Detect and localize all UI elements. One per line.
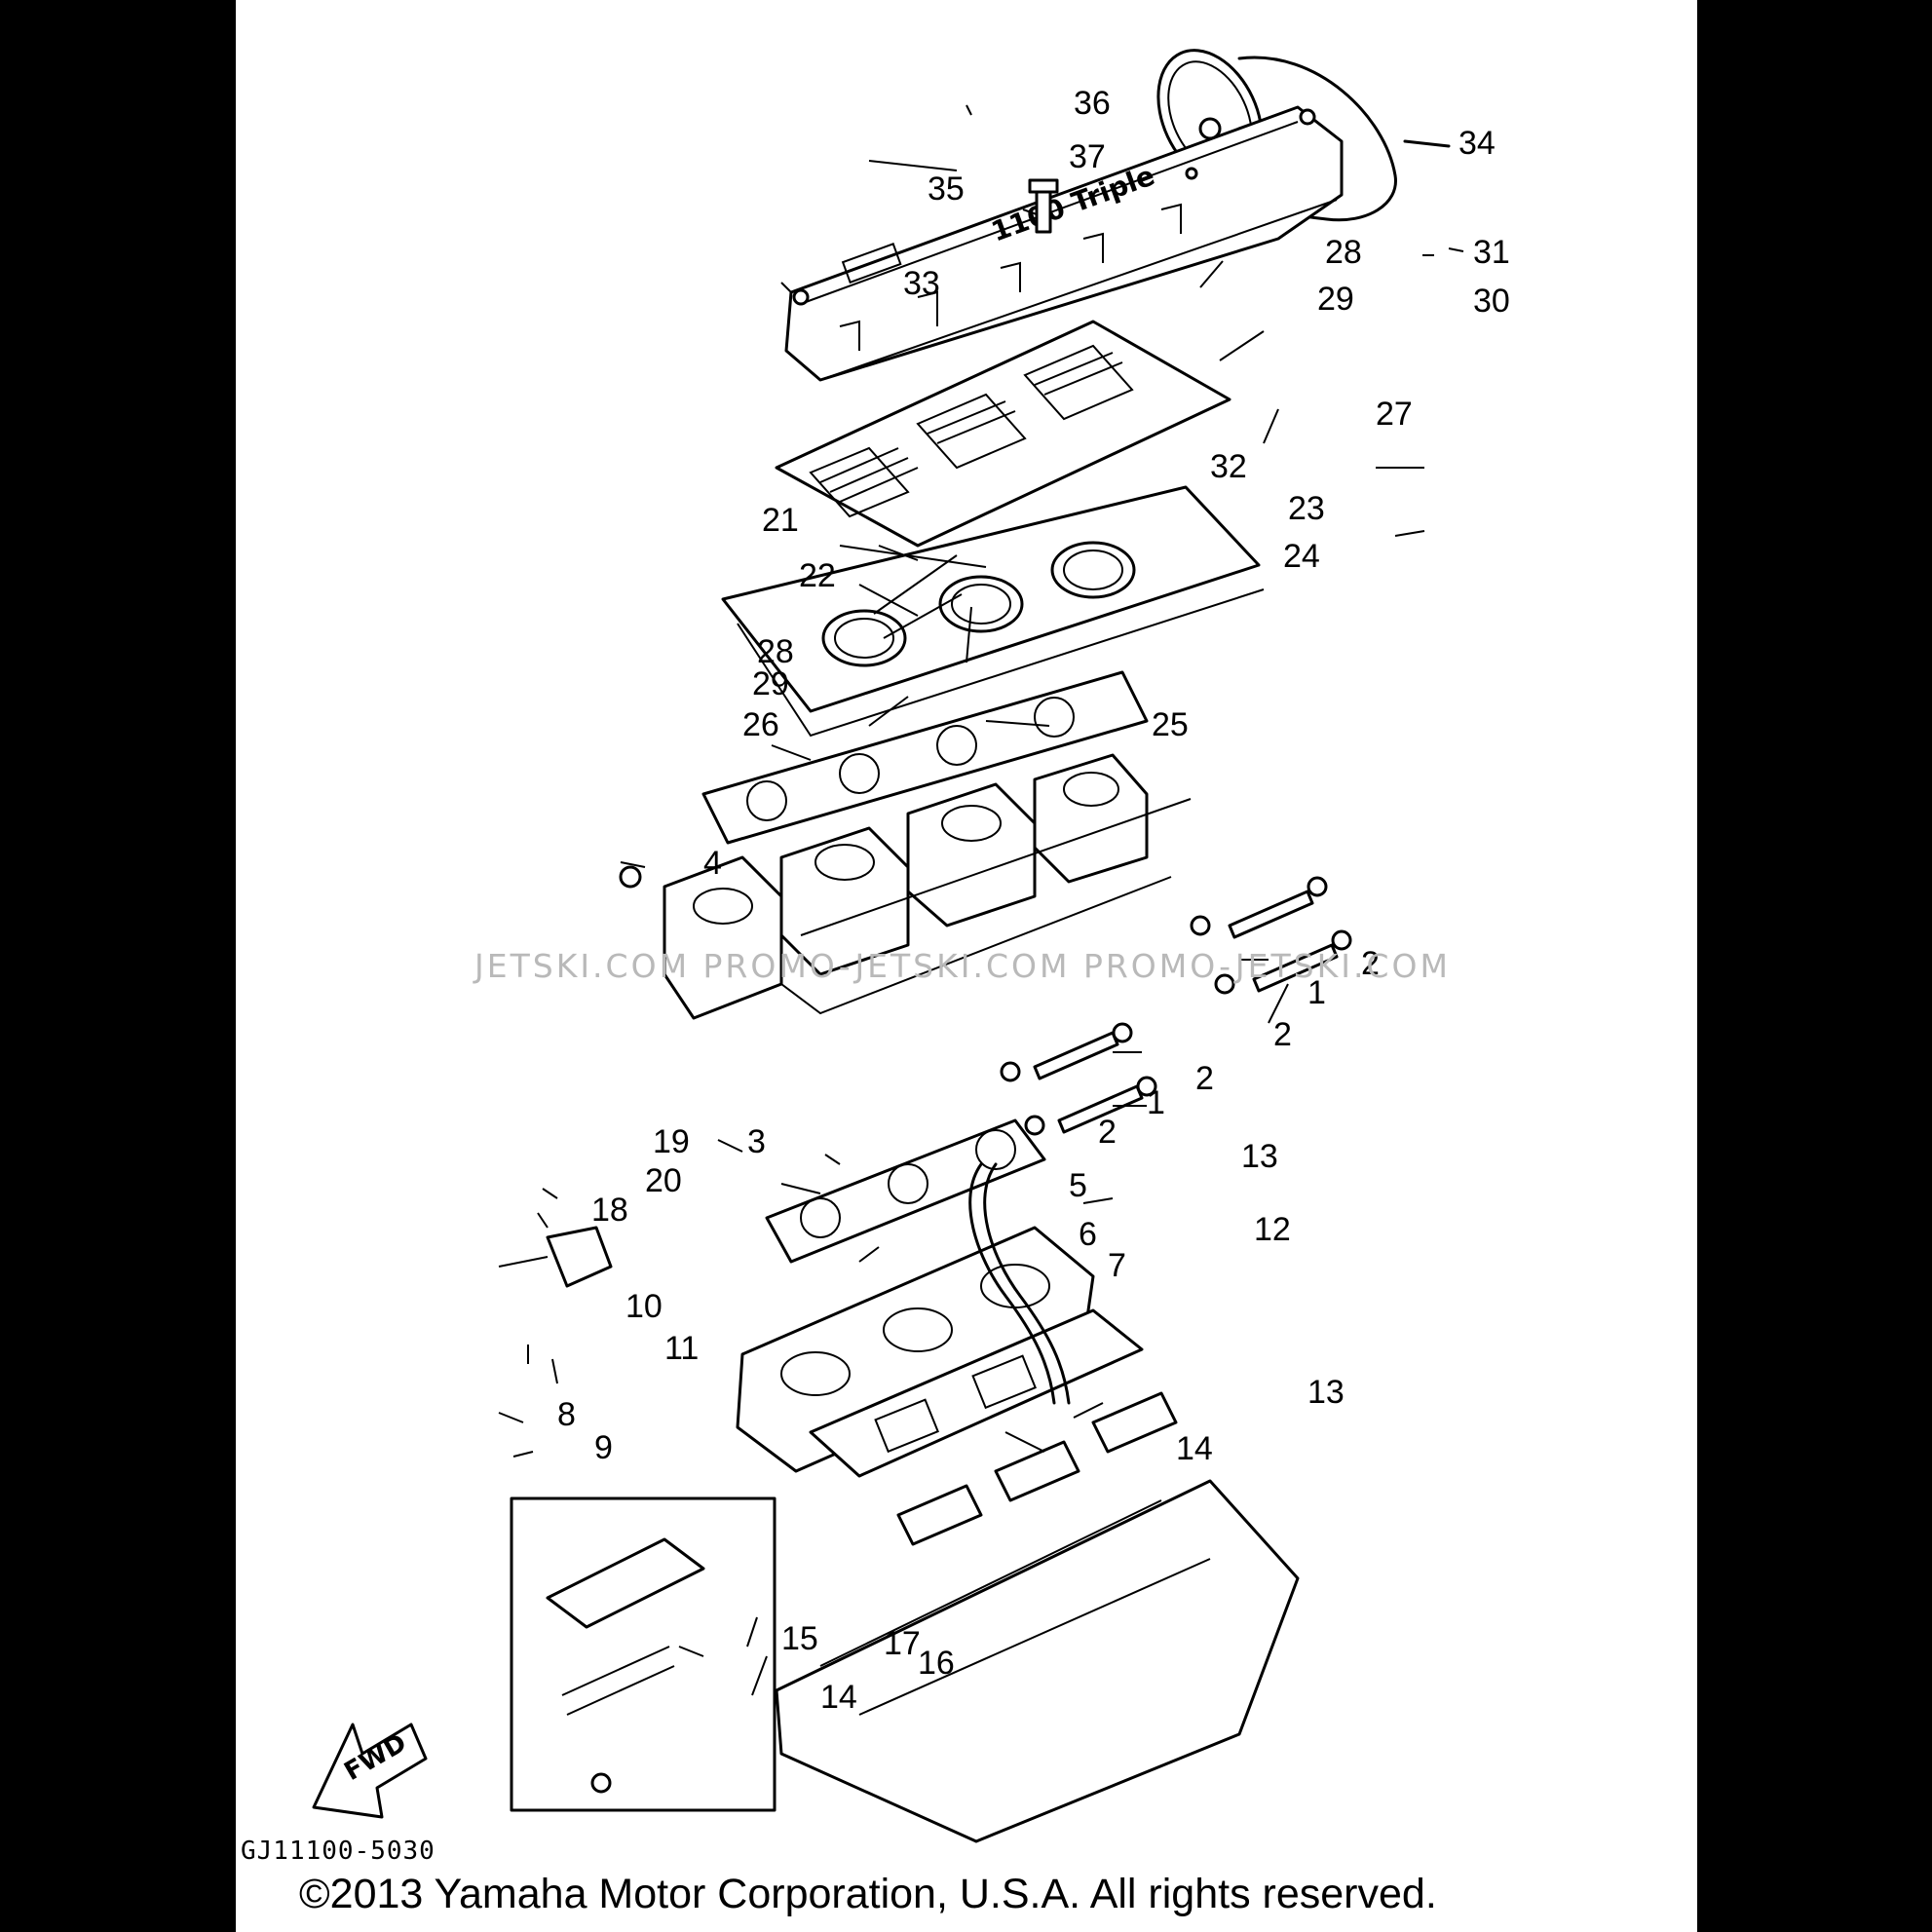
callout-4: 4 <box>703 845 722 882</box>
callout-28: 28 <box>1325 234 1362 271</box>
bracket <box>546 1226 613 1288</box>
callout-23: 23 <box>1288 490 1325 527</box>
callout-37: 37 <box>1069 138 1106 175</box>
callout-9: 9 <box>594 1429 613 1466</box>
fuel-hoses <box>1000 876 1352 1136</box>
callout-3: 3 <box>747 1123 766 1160</box>
carb-gasket <box>765 1118 1046 1264</box>
filter-elements <box>775 320 1231 548</box>
callout-35: 35 <box>928 170 965 208</box>
callout-18: 18 <box>591 1192 628 1229</box>
crankcase <box>775 1479 1300 1843</box>
callout-28b: 28 <box>757 633 794 670</box>
callout-7: 7 <box>1108 1247 1126 1284</box>
callout-6: 6 <box>1079 1216 1097 1253</box>
callout-14a: 14 <box>1176 1430 1213 1467</box>
callout-2a: 2 <box>1361 945 1380 982</box>
carburetor-assembly <box>619 753 1192 1020</box>
copyright-notice: ©2013 Yamaha Motor Corporation, U.S.A. A… <box>299 1871 1437 1917</box>
callout-10: 10 <box>625 1288 663 1325</box>
reed-valves <box>896 1391 1178 1546</box>
callout-29b: 29 <box>752 665 789 702</box>
callout-2d: 2 <box>1098 1114 1117 1151</box>
leader-lines <box>498 104 1464 1696</box>
callout-1a: 1 <box>1307 974 1326 1011</box>
callout-13a: 13 <box>1241 1138 1278 1175</box>
callout-2c: 2 <box>1195 1060 1214 1097</box>
callout-16: 16 <box>918 1645 955 1682</box>
watermark: JETSKI.COM PROMO-JETSKI.COM PROMO-JETSKI… <box>473 947 1451 985</box>
callout-27: 27 <box>1376 396 1413 433</box>
breather-hose <box>968 1162 1056 1405</box>
callouts: 36 37 35 34 33 28 29 31 30 27 32 21 23 2… <box>557 85 1510 1716</box>
callout-8: 8 <box>557 1396 576 1433</box>
callout-33: 33 <box>903 265 940 302</box>
callout-20: 20 <box>645 1162 682 1199</box>
callout-30: 30 <box>1473 283 1510 320</box>
callout-5: 5 <box>1069 1167 1087 1204</box>
callout-26: 26 <box>742 706 779 743</box>
exploded-view-drawing: 1100 Triple <box>241 49 1510 1917</box>
callout-22: 22 <box>799 557 836 594</box>
callout-29: 29 <box>1317 281 1354 318</box>
callout-21: 21 <box>762 502 799 539</box>
callout-13b: 13 <box>1307 1374 1345 1411</box>
air-box-base <box>721 485 1265 738</box>
callout-36: 36 <box>1074 85 1111 122</box>
callout-14b: 14 <box>820 1679 857 1716</box>
callout-15: 15 <box>781 1620 818 1657</box>
callout-19: 19 <box>653 1123 690 1160</box>
reed-valve-inset <box>510 1496 777 1812</box>
fwd-arrow: FWD <box>312 1723 428 1819</box>
callout-12: 12 <box>1254 1211 1291 1248</box>
diagram-code: GJ11100-5030 <box>241 1837 436 1866</box>
callout-2b: 2 <box>1273 1016 1292 1053</box>
callout-11: 11 <box>664 1330 699 1367</box>
cover-bolts <box>1028 117 1222 234</box>
callout-32: 32 <box>1210 448 1247 485</box>
parts-diagram-sheet: 1100 Triple <box>236 0 1697 1932</box>
callout-34: 34 <box>1458 125 1496 162</box>
callout-25: 25 <box>1152 706 1189 743</box>
callout-17: 17 <box>884 1625 921 1662</box>
callout-24: 24 <box>1283 538 1320 575</box>
callout-1b: 1 <box>1147 1084 1165 1121</box>
callout-31: 31 <box>1473 234 1510 271</box>
air-box-gasket <box>701 670 1149 845</box>
intake-manifold <box>736 1226 1144 1478</box>
